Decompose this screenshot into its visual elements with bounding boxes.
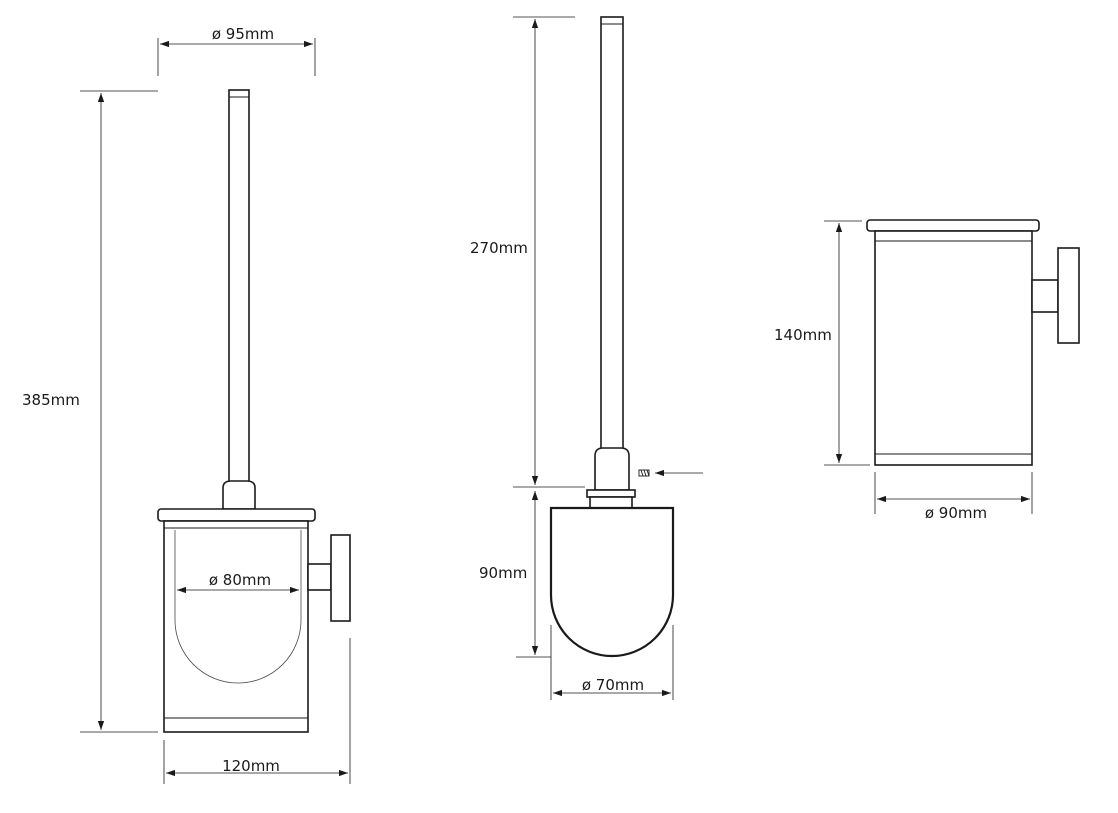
label-holder-diameter: ø 90mm — [925, 504, 987, 522]
brush-handle-long — [600, 16, 624, 458]
holder-lid — [157, 508, 316, 522]
holder-bracket-plate — [1057, 247, 1080, 344]
wall-bracket-plate — [330, 534, 351, 622]
label-total-height: 385mm — [22, 391, 80, 409]
holder-body — [163, 520, 309, 733]
brush-connector — [594, 447, 630, 491]
brush-collar — [586, 489, 636, 498]
brush-handle — [228, 89, 250, 491]
screw-icon — [638, 469, 650, 477]
holder-lid-top — [866, 219, 1040, 232]
handle-collar — [222, 480, 256, 510]
brush-neck — [589, 496, 633, 509]
label-head-height: 90mm — [479, 564, 527, 582]
label-handle-length: 270mm — [470, 239, 528, 257]
holder-bracket-arm — [1031, 279, 1059, 313]
brush-head — [549, 506, 675, 658]
holder-cup — [874, 230, 1033, 466]
wall-bracket-arm — [307, 563, 332, 591]
label-holder-height: 140mm — [774, 326, 832, 344]
brush-view: 270mm 90mm ø 70mm — [470, 16, 703, 700]
full-set-view: ø 95mm 385mm ø 80mm 120mm — [22, 25, 351, 784]
label-inner-diameter: ø 80mm — [209, 571, 271, 589]
label-width-top: ø 95mm — [212, 25, 274, 43]
label-depth: 120mm — [222, 757, 280, 775]
holder-view: 140mm ø 90mm — [774, 219, 1080, 522]
hidden-brush-head — [174, 530, 302, 684]
label-head-diameter: ø 70mm — [582, 676, 644, 694]
